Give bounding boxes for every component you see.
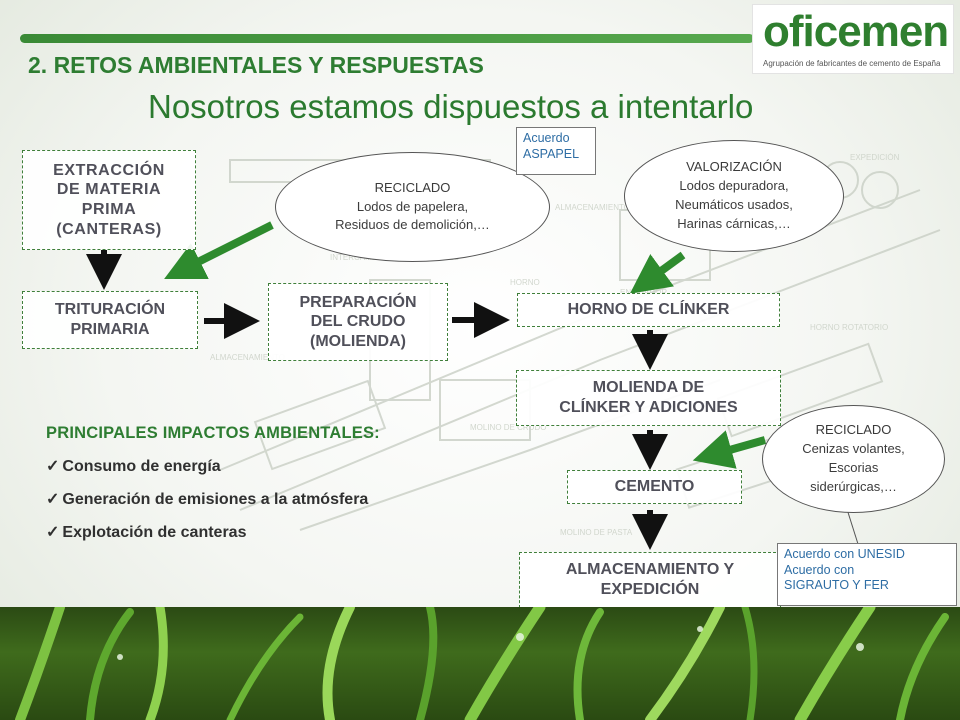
logo-wordmark: oficemen — [763, 7, 949, 56]
step-molienda: MOLIENDA DE CLÍNKER Y ADICIONES — [516, 370, 781, 426]
callout-valorizacion-line: VALORIZACIÓN — [686, 159, 782, 175]
step-molienda-line: CLÍNKER Y ADICIONES — [559, 399, 738, 416]
step-preparacion-line: (MOLIENDA) — [310, 332, 406, 350]
step-horno: HORNO DE CLÍNKER — [517, 293, 780, 327]
step-trituracion: TRITURACIÓN PRIMARIA — [22, 291, 198, 349]
impact-item: ✓Consumo de energía — [46, 456, 380, 476]
step-extraccion-line: PRIMA — [81, 201, 137, 218]
header-bar — [20, 34, 754, 43]
step-extraccion-line: (CANTERAS) — [56, 220, 162, 238]
step-almacenamiento-line: ALMACENAMIENTO Y — [565, 561, 735, 579]
callout-valorizacion-line: Harinas cárnicas,… — [677, 215, 791, 231]
oficemen-logo: oficemen Agrupación de fabricantes de ce… — [752, 4, 954, 74]
step-preparacion-line: PREPARACIÓN — [299, 293, 417, 311]
callout-reciclado-2-line: siderúrgicas,… — [810, 478, 897, 494]
step-almacenamiento-line: EXPEDICIÓN — [600, 581, 700, 598]
green-arrow-valorizacion — [629, 251, 686, 294]
step-trituracion-line: PRIMARIA — [70, 321, 150, 338]
step-extraccion-line: DE MATERIA — [56, 181, 162, 199]
step-horno-line: HORNO DE CLÍNKER — [567, 301, 730, 319]
callout-reciclado-1-line: Residuos de demolición,… — [335, 217, 490, 233]
callout-valorizacion-line: Neumáticos usados, — [675, 197, 793, 212]
checkmark-icon: ✓ — [46, 524, 60, 541]
impact-item-label: Consumo de energía — [62, 458, 221, 475]
bg-label-molino-crudo: MOLINO DE CRUDO — [470, 423, 546, 432]
bg-label-almacenamiento: ALMACENAMIENTO — [210, 353, 285, 362]
step-almacenamiento: ALMACENAMIENTO Y EXPEDICIÓN — [519, 552, 781, 608]
callout-reciclado-2-line: RECICLADO — [815, 422, 892, 438]
bg-label-molino-pasta: MOLINO DE PASTA — [560, 528, 633, 537]
note-aspapel-line: Acuerdo — [523, 131, 570, 145]
callout-valorizacion-line: Lodos depuradora, — [679, 178, 789, 194]
step-molienda-line: MOLIENDA DE — [592, 379, 705, 397]
callout-reciclado-2: RECICLADO Cenizas volantes, Escorias sid… — [762, 405, 945, 513]
grass-footer-image — [0, 607, 960, 720]
callout-valorizacion: VALORIZACIÓN Lodos depuradora, Neumático… — [624, 140, 844, 252]
callout-reciclado-2-line: Cenizas volantes, — [802, 441, 905, 457]
impact-item-label: Generación de emisiones a la atmósfera — [62, 491, 369, 508]
step-preparacion-line: DEL CRUDO — [310, 313, 406, 331]
note-unesid-line: Acuerdo con UNESID — [784, 547, 905, 561]
step-extraccion-line: EXTRACCIÓN — [53, 161, 165, 179]
green-arrow-reciclado-1 — [164, 221, 274, 279]
bg-label-horno-rotatorio: HORNO ROTATORIO — [810, 323, 888, 332]
green-arrow-reciclado-2 — [692, 430, 767, 469]
impacts-title: PRINCIPALES IMPACTOS AMBIENTALES: — [46, 424, 380, 442]
impact-item: ✓Generación de emisiones a la atmósfera — [46, 489, 380, 509]
note-unesid: Acuerdo con UNESID Acuerdo con SIGRAUTO … — [777, 543, 957, 606]
bg-label-expedicion: EXPEDICIÓN — [850, 153, 900, 162]
step-trituracion-line: TRITURACIÓN — [54, 301, 166, 319]
section-title: 2. RETOS AMBIENTALES Y RESPUESTAS — [28, 52, 484, 78]
callout-reciclado-1: RECICLADO Lodos de papelera, Residuos de… — [275, 152, 550, 262]
note-unesid-line: Acuerdo con — [784, 562, 855, 577]
step-cemento-line: CEMENTO — [614, 478, 695, 496]
step-cemento: CEMENTO — [567, 470, 742, 504]
impacts-section: PRINCIPALES IMPACTOS AMBIENTALES: ✓Consu… — [46, 424, 380, 542]
step-extraccion: EXTRACCIÓN DE MATERIA PRIMA (CANTERAS) — [22, 150, 196, 250]
callout-reciclado-2-line: Escorias — [828, 460, 879, 475]
grass-blades — [15, 607, 949, 720]
impact-item: ✓Explotación de canteras — [46, 522, 380, 542]
note-aspapel: Acuerdo ASPAPEL — [516, 127, 596, 175]
slide-title: Nosotros estamos dispuestos a intentarlo — [148, 88, 754, 125]
impact-item-label: Explotación de canteras — [62, 524, 247, 541]
callout-reciclado-1-line: RECICLADO — [374, 179, 451, 195]
callout-reciclado-1-line: Lodos de papelera, — [356, 198, 469, 214]
logo-tagline: Agrupación de fabricantes de cemento de … — [763, 59, 941, 68]
bg-label-almacenamiento-clinker: ALMACENAMIENTO DE CLÍNKER — [555, 203, 680, 212]
bg-label-horno: HORNO — [510, 278, 540, 287]
note-aspapel-line: ASPAPEL — [523, 146, 580, 161]
checkmark-icon: ✓ — [46, 491, 60, 508]
step-preparacion: PREPARACIÓN DEL CRUDO (MOLIENDA) — [268, 283, 448, 361]
checkmark-icon: ✓ — [46, 458, 60, 475]
note-unesid-line: SIGRAUTO Y FER — [784, 578, 889, 593]
